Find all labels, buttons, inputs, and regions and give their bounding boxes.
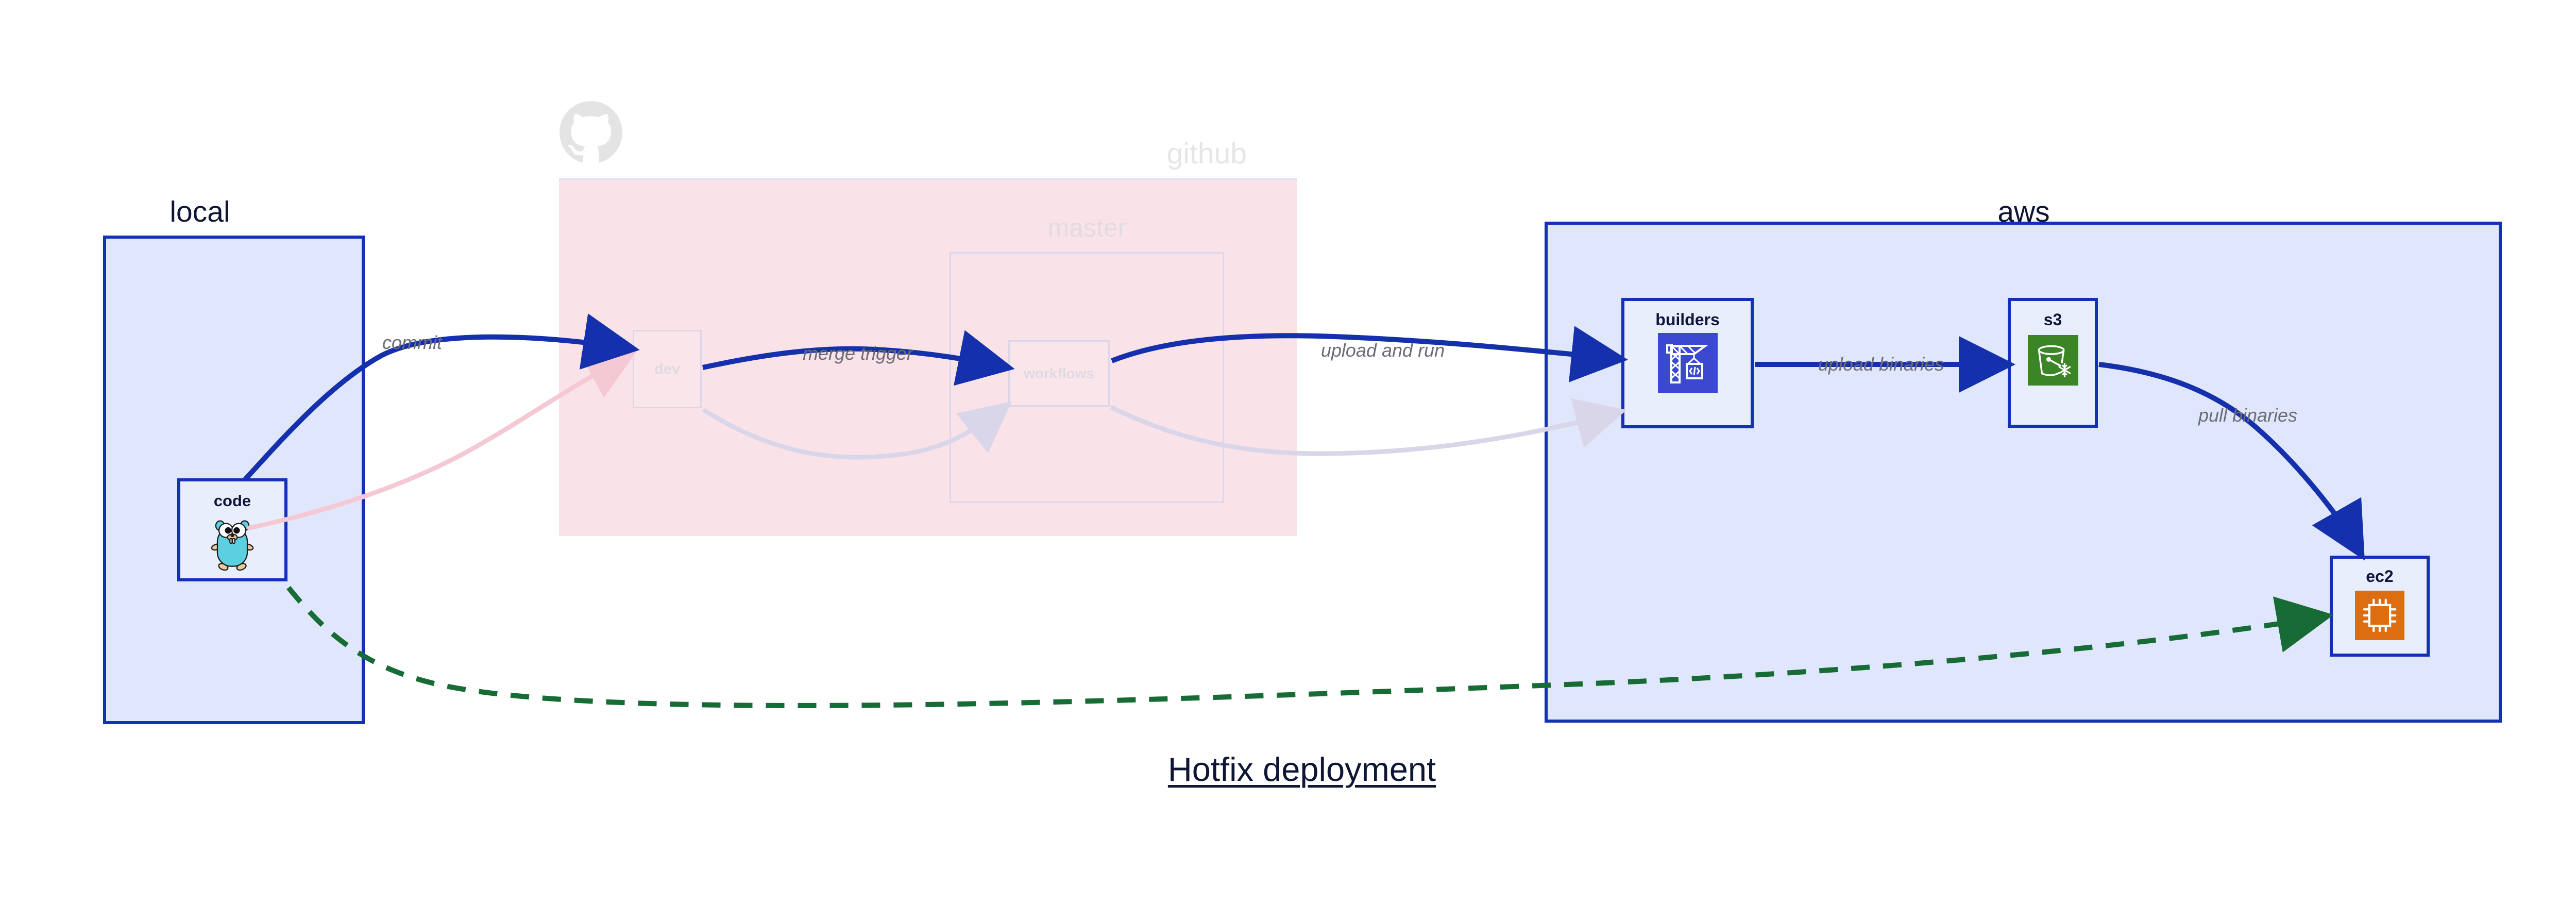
node-label-s3: s3 [2043, 310, 2062, 329]
node-code[interactable]: code [177, 478, 287, 581]
node-builders[interactable]: builders [1621, 298, 1754, 428]
node-workflows[interactable]: workflows [1008, 340, 1110, 407]
node-dev[interactable]: dev [633, 330, 702, 408]
edge-label-upload-and-run: upload and run [1320, 340, 1445, 361]
github-octocat-icon [560, 101, 622, 164]
node-label-ec2: ec2 [2366, 567, 2394, 586]
node-s3[interactable]: s3 [2008, 298, 2098, 428]
edge-label-merge-trigger: merge trigger [802, 343, 913, 364]
subgroup-label-master: master [1047, 213, 1127, 242]
go-gopher-icon [206, 514, 259, 572]
group-label-local: local [170, 195, 230, 228]
group-label-github: github [1166, 137, 1247, 170]
node-ec2[interactable]: ec2 [2330, 556, 2430, 657]
node-label-builders: builders [1655, 310, 1720, 329]
edge-label-upload-binaries: upload binaries [1818, 354, 1944, 375]
diagram-title: Hotfix deployment [1167, 750, 1436, 788]
edge-label-commit: commit [382, 332, 442, 353]
crane-code-icon [1657, 333, 1718, 393]
node-label-dev: dev [654, 360, 680, 377]
edge-label-pull-binaries: pull binaries [2198, 405, 2298, 426]
s3-bucket-icon [2027, 335, 2078, 386]
node-label-workflows: workflows [1024, 365, 1094, 381]
node-label-code: code [213, 492, 251, 510]
subgroup-master [950, 252, 1224, 503]
cpu-chip-icon [2355, 591, 2404, 640]
